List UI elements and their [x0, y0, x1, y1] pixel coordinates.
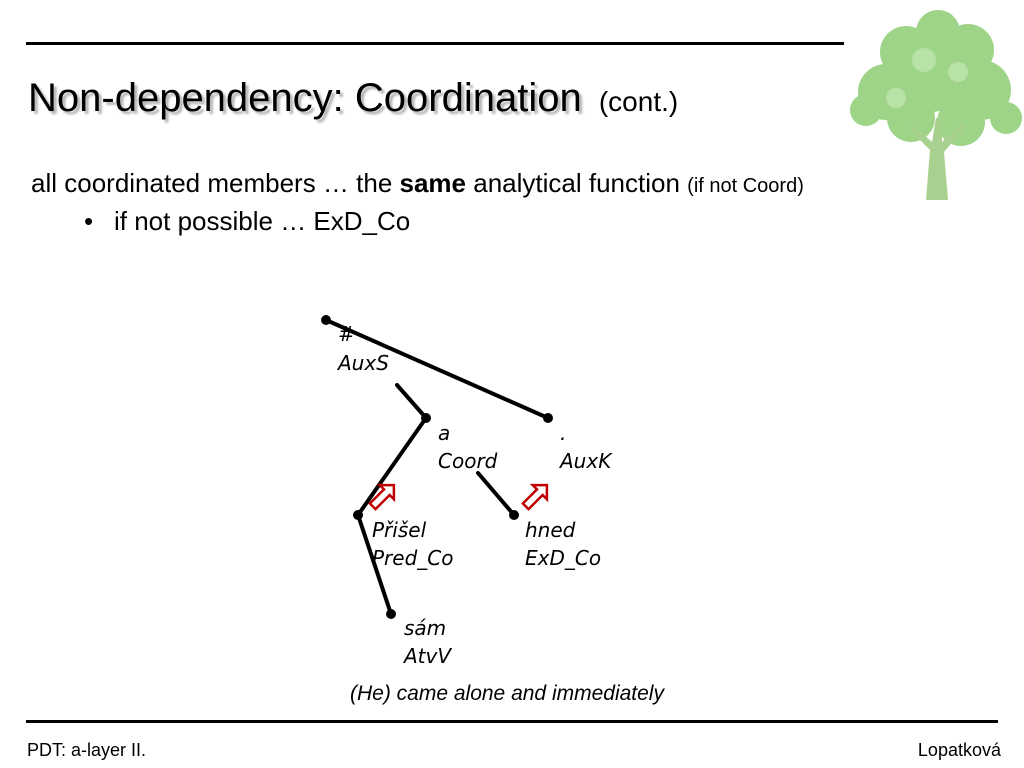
statement-line: all coordinated members … the same analy…	[31, 168, 804, 199]
top-rule	[26, 42, 844, 45]
node-root	[321, 315, 331, 325]
node-prisel	[353, 510, 363, 520]
node-prisel-afun: Pred_Co	[372, 546, 453, 570]
node-root-afun: AuxS	[336, 351, 389, 375]
node-sam-form: sám	[404, 616, 446, 640]
statement-pre: all coordinated members … the	[31, 168, 400, 198]
node-hned	[509, 510, 519, 520]
footer-right: Lopatková	[917, 740, 1001, 760]
bullet-mark: •	[84, 206, 94, 236]
edge-coord-hned	[476, 471, 516, 517]
node-auxk-form: .	[560, 421, 566, 445]
tree-logo	[850, 10, 1022, 200]
footer-left: PDT: a-layer II.	[27, 740, 147, 760]
node-auxk-afun: AuxK	[558, 449, 613, 473]
edge-coord-prisel	[356, 416, 428, 517]
node-auxk	[543, 413, 553, 423]
edge-root-coord	[395, 383, 428, 420]
edge-prisel-sam	[356, 513, 393, 616]
title-suffix: (cont.)	[598, 86, 679, 117]
bullet-item: • if not possible … ExD_Co	[84, 206, 410, 237]
node-coord-afun: Coord	[438, 449, 498, 473]
node-prisel-form: Přišel	[372, 518, 427, 542]
node-root-form: #	[338, 322, 355, 346]
node-hned-form: hned	[525, 518, 576, 542]
node-sam-afun: AtvV	[402, 644, 452, 668]
arrow-exd-co-icon	[521, 483, 549, 511]
statement-note: (if not Coord)	[687, 175, 804, 197]
statement-post: analytical function	[466, 168, 688, 198]
title-main: Non-dependency: Coordination	[28, 76, 582, 120]
arrow-pred-co-icon	[368, 483, 396, 511]
slide-title: Non-dependency: Coordination (cont.)	[28, 76, 678, 121]
edge-root-auxk	[324, 318, 550, 420]
node-coord-form: a	[438, 421, 450, 445]
node-coord	[421, 413, 431, 423]
statement-bold: same	[399, 168, 467, 198]
node-sam	[386, 609, 396, 619]
bottom-rule	[26, 720, 998, 723]
tree-caption: (He) came alone and immediately	[350, 682, 664, 705]
bullet-text: if not possible … ExD_Co	[114, 206, 411, 236]
node-hned-afun: ExD_Co	[525, 546, 601, 570]
